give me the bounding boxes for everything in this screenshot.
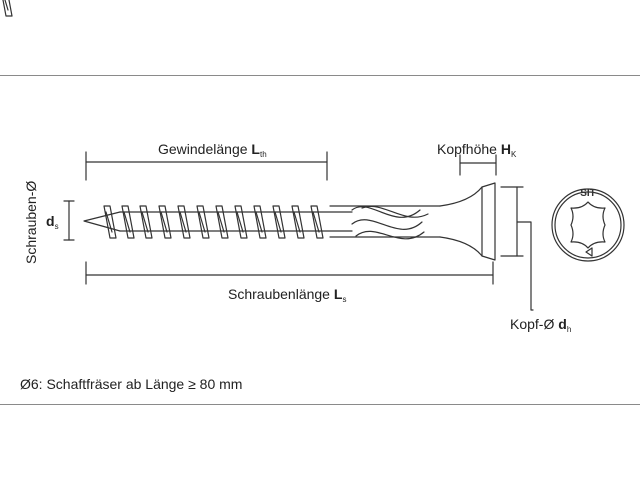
milling-note: Ø6: Schaftfräser ab Länge ≥ 80 mm: [20, 376, 243, 392]
diagram-frame: [0, 75, 640, 405]
head-marking: SIT: [580, 188, 596, 199]
head-height-dimension: [459, 154, 497, 176]
screw-diameter-dimension: [63, 200, 75, 241]
screw-length-label: Schraubenlänge Ls: [228, 286, 347, 304]
head-diameter-label: Kopf-Ø dh: [510, 316, 572, 334]
head-top-view: [551, 188, 625, 262]
head-height-label: Kopfhöhe HK: [437, 141, 517, 159]
thread-length-dimension: [85, 151, 328, 181]
screw-body: [83, 182, 496, 261]
screw-length-dimension: [85, 261, 494, 285]
thread-flanks: [2, 0, 324, 239]
head-diameter-dimension: [500, 186, 534, 311]
thread-length-label: Gewindelänge Lth: [158, 141, 267, 159]
screw-diameter-label: Schrauben-Ø: [23, 180, 39, 264]
screw-diameter-symbol: ds: [46, 213, 59, 231]
